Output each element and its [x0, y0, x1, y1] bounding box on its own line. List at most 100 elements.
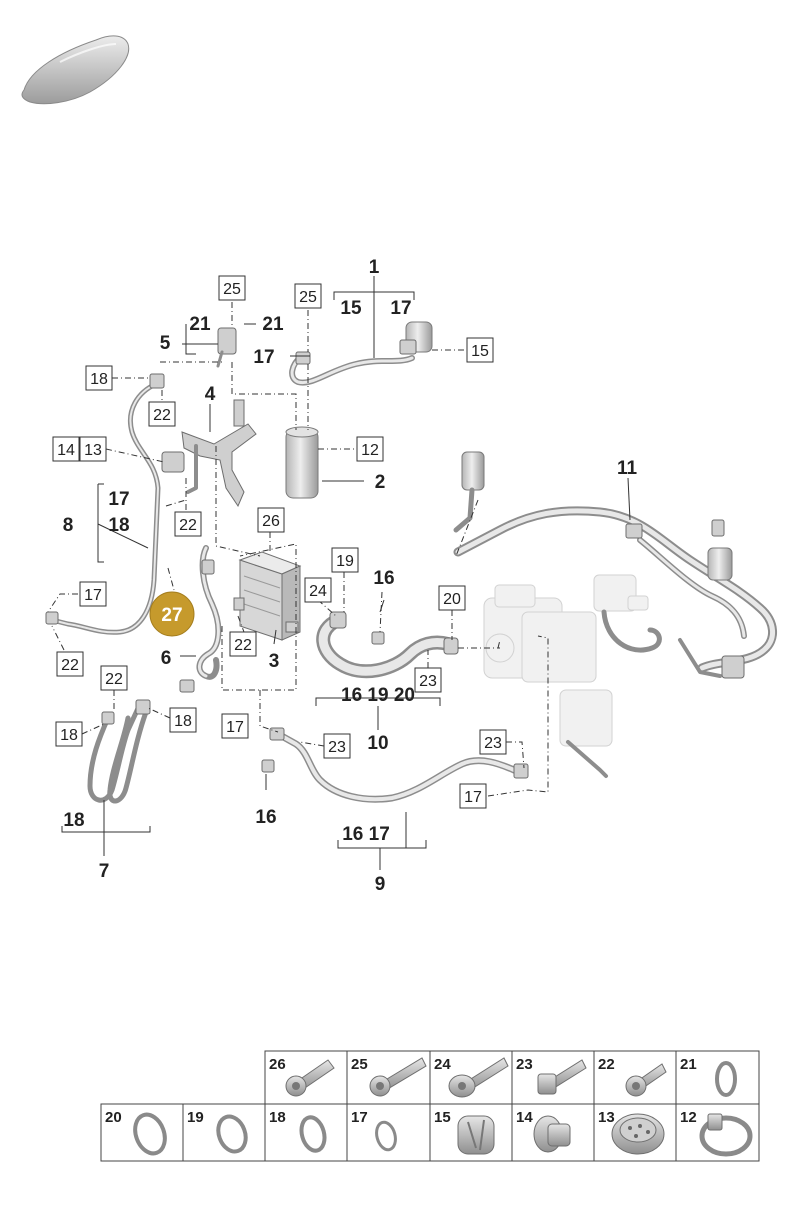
box-22-d: 22	[229, 631, 257, 657]
svg-text:23: 23	[419, 673, 437, 690]
callout-7: 7	[99, 861, 110, 882]
legend-num: 15	[434, 1109, 451, 1126]
hose-line-1	[289, 321, 433, 386]
box-22-b: 22	[174, 511, 202, 537]
box-24: 24	[304, 577, 332, 603]
svg-text:17: 17	[226, 719, 244, 736]
callout-11: 11	[617, 458, 638, 479]
bracket-4	[181, 399, 257, 508]
highlight-27[interactable]: 27	[149, 591, 195, 637]
svg-text:12: 12	[361, 442, 379, 459]
svg-text:22: 22	[61, 657, 79, 674]
hose-line-10	[316, 611, 459, 679]
box-17-c: 17	[459, 783, 487, 809]
hose-line-8	[45, 373, 185, 635]
callout-21-b: 21	[262, 314, 284, 335]
svg-text:22: 22	[179, 517, 197, 534]
svg-text:18: 18	[90, 371, 108, 388]
legend-row-1: 26 25 24 23 22 21	[269, 1056, 697, 1073]
legend-num: 21	[680, 1056, 697, 1073]
hex-bolt-icon	[285, 1059, 335, 1097]
dust-cap-icon	[533, 1115, 571, 1153]
auxiliary-unit-ghost	[593, 574, 662, 653]
grommet-icon	[611, 1113, 665, 1155]
svg-text:19: 19	[336, 553, 354, 570]
highlight-number: 27	[161, 605, 182, 626]
box-22-c: 22	[56, 651, 84, 677]
receiver-dryer-2	[285, 426, 319, 499]
svg-text:25: 25	[299, 289, 317, 306]
svg-text:17: 17	[84, 587, 102, 604]
box-25-a: 25	[218, 275, 246, 301]
short-bolt-icon	[625, 1063, 667, 1097]
legend-num: 20	[105, 1109, 122, 1126]
svg-text:26: 26	[262, 513, 280, 530]
legend-num: 24	[434, 1056, 451, 1073]
svg-text:25: 25	[223, 281, 241, 298]
callout-6: 6	[161, 648, 172, 669]
hose-line-6	[179, 545, 222, 693]
box-23-b: 23	[323, 733, 351, 759]
hose-line-11	[453, 451, 777, 679]
callout-18-group8: 18	[108, 515, 129, 536]
box-19: 19	[331, 547, 359, 573]
o-ring-icon	[299, 1115, 327, 1153]
box-22-a: 22	[148, 401, 176, 427]
box-17-b: 17	[221, 713, 249, 739]
box-22-e: 22	[100, 665, 128, 691]
compressor-ghost	[483, 584, 613, 778]
legend-num: 19	[187, 1109, 204, 1126]
box-23-c: 23	[479, 729, 507, 755]
legend-num: 17	[351, 1109, 368, 1126]
box-26: 26	[257, 507, 285, 533]
callout-brackets	[61, 276, 631, 870]
callout-16-b: 16	[255, 807, 276, 828]
legend-num: 26	[269, 1056, 286, 1073]
callout-9: 9	[375, 874, 386, 895]
hose-line-9	[261, 727, 529, 803]
svg-text:20: 20	[443, 591, 461, 608]
mount-5	[216, 327, 237, 368]
callout-21-a: 21	[189, 314, 211, 335]
svg-text:15: 15	[471, 343, 489, 360]
callout-18-group7: 18	[63, 810, 84, 831]
flange-bolt-icon	[448, 1057, 509, 1098]
box-13: 13	[79, 436, 107, 462]
callout-17-left: 17	[253, 347, 274, 368]
legend-num: 22	[598, 1056, 615, 1073]
valve-cap-icon	[457, 1115, 495, 1155]
box-23-a: 23	[414, 667, 442, 693]
svg-text:22: 22	[105, 671, 123, 688]
vehicle-icon	[21, 35, 130, 105]
box-15: 15	[466, 337, 494, 363]
callout-16-a: 16	[373, 568, 394, 589]
o-ring-small-icon	[375, 1120, 397, 1152]
box-18-c: 18	[169, 707, 197, 733]
legend-num: 23	[516, 1056, 533, 1073]
box-18-a: 18	[85, 365, 113, 391]
legend-num: 18	[269, 1109, 286, 1126]
legend-num: 25	[351, 1056, 368, 1073]
plain-callouts: 1 15 17 17 21 21 5 4 2 17 18 8 6 3 16 11…	[63, 257, 638, 895]
callout-4: 4	[205, 384, 216, 405]
svg-text:18: 18	[60, 727, 78, 744]
callout-5: 5	[160, 333, 171, 354]
o-ring-icon	[715, 1061, 737, 1097]
legend-num: 13	[598, 1109, 615, 1126]
svg-text:23: 23	[484, 735, 502, 752]
box-14: 14	[52, 436, 80, 462]
legend-row-2: 20 19 18 17 15 14 13 12	[105, 1109, 697, 1126]
hose-line-7	[87, 699, 151, 804]
svg-text:17: 17	[464, 789, 482, 806]
legend-grid	[100, 1050, 760, 1162]
box-25-b: 25	[294, 283, 322, 309]
callout-1: 1	[369, 257, 380, 278]
callout-2: 2	[375, 472, 386, 493]
box-18-b: 18	[55, 721, 83, 747]
svg-text:22: 22	[153, 407, 171, 424]
box-17-a: 17	[79, 581, 107, 607]
callout-3: 3	[269, 651, 280, 672]
callout-group-9: 16 17	[342, 824, 390, 845]
hex-bolt-long-icon	[369, 1057, 427, 1097]
